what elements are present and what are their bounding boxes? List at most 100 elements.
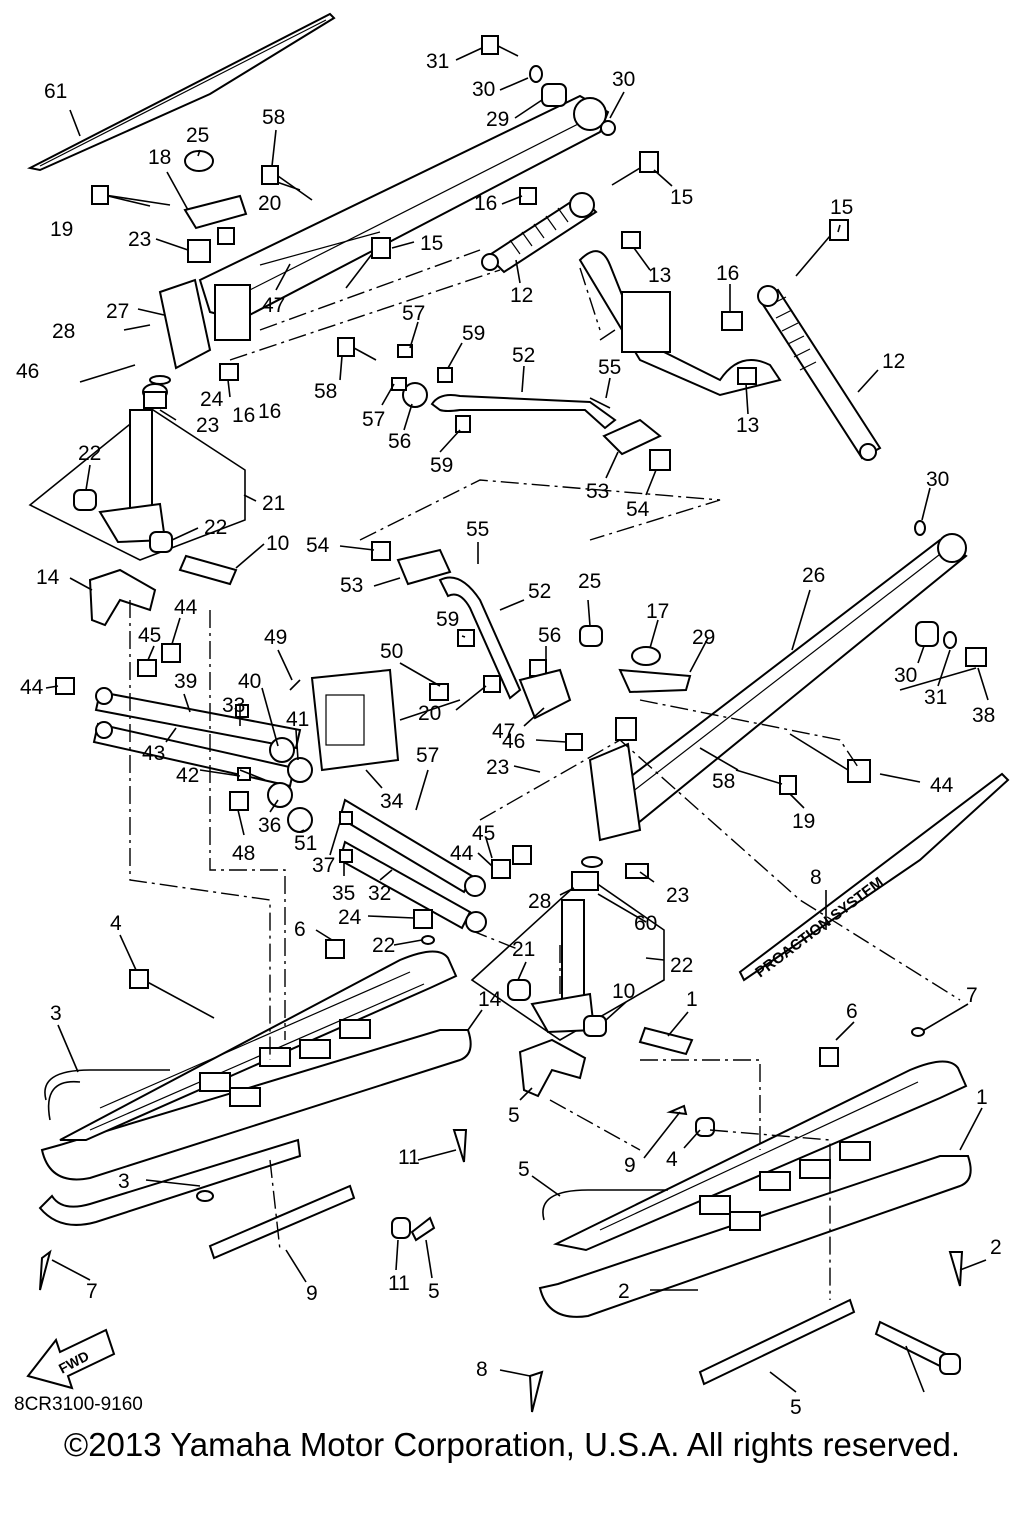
callout-label: 23 [128, 228, 151, 251]
callout-label: 23 [486, 756, 509, 779]
callout-label: 5 [428, 1280, 440, 1303]
callout-label: 56 [538, 624, 561, 647]
callout-label: 16 [232, 404, 255, 427]
callout-label: 19 [792, 810, 815, 833]
callout-label: 20 [258, 192, 281, 215]
left-spindle [28, 375, 246, 561]
callout-label: 3 [50, 1002, 62, 1025]
callout-label: 22 [372, 934, 395, 957]
callout-label: 53 [586, 480, 609, 503]
callout-label: 50 [380, 640, 403, 663]
callout-label: 1 [686, 988, 698, 1011]
callout-label: 8 [476, 1358, 488, 1381]
callout-label: 32 [368, 882, 391, 905]
callout-label: 28 [528, 890, 551, 913]
shock-absorber-upper [481, 192, 598, 274]
callout-label: 5 [508, 1104, 520, 1127]
callout-label: 59 [430, 454, 453, 477]
left-steering-bracket [79, 177, 301, 383]
shock-absorber-right [757, 285, 882, 461]
callout-label: 8 [810, 866, 822, 889]
callout-label: 26 [802, 564, 825, 587]
callout-label: 43 [142, 742, 165, 765]
callout-label: 13 [648, 264, 671, 287]
callout-label: 30 [472, 78, 495, 101]
callout-label: 31 [924, 686, 947, 709]
proaction-decal: PROACTION SYSTEM [738, 772, 1010, 982]
diagram-code: 8CR3100-9160 [14, 1394, 143, 1415]
callout-label: 55 [466, 518, 489, 541]
left-spacer-and-stopper [88, 554, 238, 627]
callout-label: 15 [420, 232, 443, 255]
tie-rod-lower [371, 541, 583, 751]
proaction-decal-text: PROACTION SYSTEM [752, 874, 887, 981]
callout-label: 47 [492, 720, 515, 743]
callout-label: 42 [176, 764, 199, 787]
right-spindle [470, 856, 665, 1041]
callout-label: 34 [380, 790, 404, 813]
callout-label: 46 [16, 360, 39, 383]
callout-label: 20 [418, 702, 441, 725]
callout-label: 51 [294, 832, 317, 855]
callout-label: 59 [462, 322, 485, 345]
callout-label: 41 [286, 708, 309, 731]
callout-label: 58 [712, 770, 735, 793]
callout-label: 7 [966, 984, 978, 1007]
callout-label: 49 [264, 626, 287, 649]
callout-label: 6 [294, 918, 306, 941]
callout-label: 39 [174, 670, 197, 693]
callout-label: 44 [174, 596, 198, 619]
callout-label: 22 [204, 516, 227, 539]
upper-suspension-arm [198, 94, 616, 322]
callout-label: 6 [846, 1000, 858, 1023]
callout-label: 16 [474, 192, 497, 215]
callout-label: 16 [716, 262, 739, 285]
tie-rod-upper [391, 344, 671, 471]
callout-label: 38 [972, 704, 995, 727]
callout-label: 45 [138, 624, 161, 647]
right-ski [528, 1027, 972, 1413]
callout-label: 48 [232, 842, 255, 865]
callout-label: 9 [306, 1282, 318, 1305]
callout-label: 29 [486, 108, 509, 131]
callout-label: 10 [266, 532, 289, 555]
shock-bracket [578, 231, 782, 397]
callout-label: 14 [36, 566, 60, 589]
callout-label: 1 [976, 1086, 988, 1109]
callout-label: 19 [50, 218, 73, 241]
callout-label: 13 [736, 414, 759, 437]
callout-label: 54 [306, 534, 330, 557]
copyright-notice: ©2013 Yamaha Motor Corporation, U.S.A. A… [63, 1426, 961, 1463]
callout-label: 9 [624, 1154, 636, 1177]
callout-label: 5 [518, 1158, 530, 1181]
callout-label: 52 [512, 344, 535, 367]
forward-arrow: FWD [26, 1328, 116, 1390]
callout-label: 30 [926, 468, 949, 491]
callout-label: 23 [196, 414, 219, 437]
assembly-guides [129, 249, 961, 1300]
callout-label: 45 [472, 822, 495, 845]
callout-label: 57 [402, 302, 425, 325]
bolts-top [91, 35, 849, 381]
callout-label: 16 [258, 400, 281, 423]
callout-label: 57 [362, 408, 385, 431]
callout-label: 17 [646, 600, 669, 623]
callout-label: 36 [258, 814, 281, 837]
callout-label: 11 [388, 1272, 410, 1295]
callout-label: 40 [238, 670, 261, 693]
callout-label: 12 [882, 350, 905, 373]
callout-label: 14 [478, 988, 502, 1011]
callout-label: 25 [186, 124, 209, 147]
callout-label: 44 [930, 774, 954, 797]
callout-label: 10 [612, 980, 635, 1003]
callout-label: 35 [332, 882, 355, 905]
callout-label: 22 [670, 954, 693, 977]
left-lower-arms [55, 643, 532, 933]
callout-leaders [45, 47, 989, 1393]
lower-suspension-arm [598, 520, 987, 830]
callout-label: 29 [692, 626, 715, 649]
callout-label: 27 [106, 300, 129, 323]
callout-label: 24 [200, 388, 224, 411]
callout-label: 7 [86, 1280, 98, 1303]
callout-label: 3 [118, 1170, 130, 1193]
